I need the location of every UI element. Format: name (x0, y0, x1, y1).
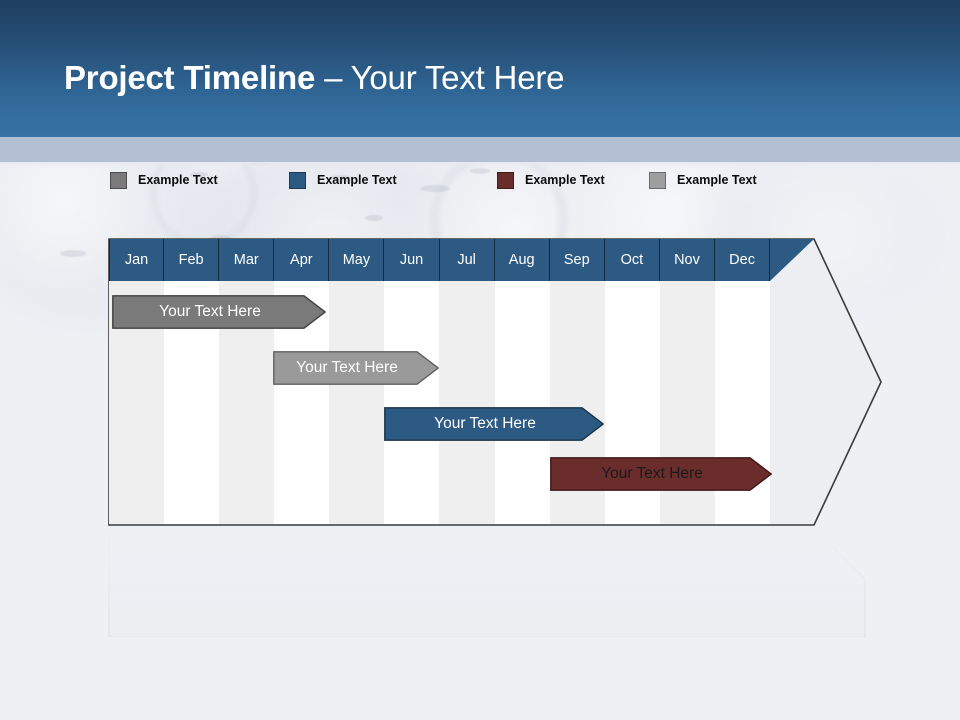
banner-accent-strip-fade (0, 162, 960, 167)
task-bar-arrow-3 (384, 407, 604, 441)
month-header-jun[interactable]: Jun (384, 239, 440, 281)
chart-reflection (108, 527, 883, 638)
month-header-may[interactable]: May (329, 239, 385, 281)
month-column-may (329, 281, 385, 524)
month-header-dec[interactable]: Dec (715, 239, 771, 281)
month-header-mar[interactable]: Mar (219, 239, 275, 281)
legend-label-2: Example Text (317, 173, 397, 187)
title-banner (0, 0, 960, 137)
month-header-jul[interactable]: Jul (439, 239, 495, 281)
month-header-nov[interactable]: Nov (659, 239, 716, 281)
task-bar-arrow-2 (273, 351, 439, 385)
legend-item-4: Example Text (649, 169, 757, 191)
task-bar-label-4: Your Text Here (601, 465, 703, 482)
month-header-oct[interactable]: Oct (604, 239, 660, 281)
month-column-aug (494, 281, 550, 524)
task-bar-1[interactable]: Your Text Here (112, 295, 326, 329)
month-header-jan[interactable]: Jan (109, 239, 165, 281)
legend-swatch-1 (110, 171, 127, 189)
legend-swatch-4 (649, 171, 666, 189)
task-bar-label-2: Your Text Here (296, 359, 398, 376)
banner-accent-strip (0, 137, 960, 162)
month-header-sep[interactable]: Sep (549, 239, 605, 281)
page-title: Project Timeline – Your Text Here (64, 58, 564, 98)
month-header-apr[interactable]: Apr (274, 239, 330, 281)
legend-item-1: Example Text (110, 169, 218, 191)
task-bar-4[interactable]: Your Text Here (550, 457, 772, 491)
task-bar-label-3: Your Text Here (434, 415, 536, 432)
legend: Example Text Example Text Example Text Exam… (0, 169, 960, 195)
task-bar-2[interactable]: Your Text Here (273, 351, 439, 385)
legend-label-3: Example Text (525, 173, 605, 187)
month-header-aug[interactable]: Aug (494, 239, 550, 281)
task-bar-3[interactable]: Your Text Here (384, 407, 604, 441)
legend-item-3: Example Text (497, 169, 605, 191)
task-bar-arrow-1 (112, 295, 326, 329)
legend-swatch-2 (289, 171, 306, 189)
task-bar-arrow-4 (550, 457, 772, 491)
legend-swatch-3 (497, 171, 514, 189)
month-column-jul (439, 281, 495, 524)
legend-label-4: Example Text (677, 173, 757, 187)
task-bar-label-1: Your Text Here (159, 303, 261, 320)
page-title-bold: Project Timeline (64, 59, 316, 96)
month-header-feb[interactable]: Feb (164, 239, 220, 281)
month-column-jun (384, 281, 440, 524)
legend-label-1: Example Text (138, 173, 218, 187)
page-title-rest: – Your Text Here (315, 59, 565, 96)
legend-item-2: Example Text (289, 169, 397, 191)
